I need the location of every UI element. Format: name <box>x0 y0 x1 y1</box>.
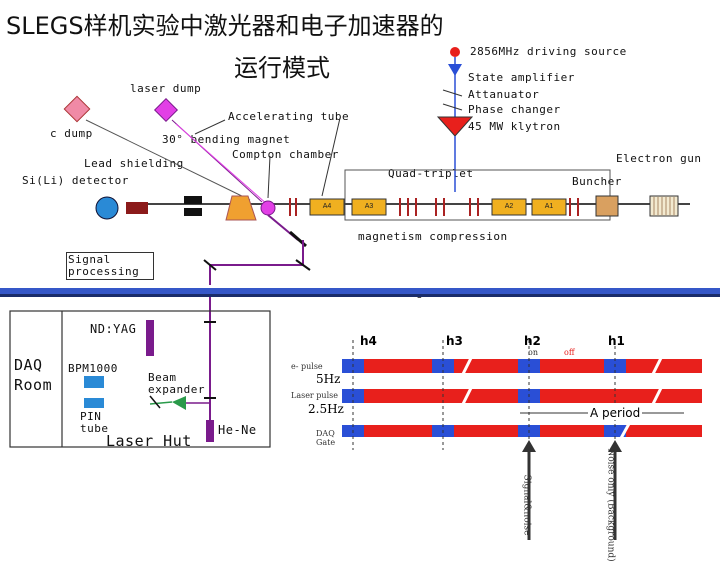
laser-dump-icon <box>153 97 179 123</box>
pin-tube-label: PIN tube <box>80 410 109 435</box>
row3-label: DAQ Gate <box>316 429 336 447</box>
bending-magnet-label: 30° bending magnet <box>162 133 291 146</box>
bpm-icon <box>84 376 104 388</box>
amplifier-icon <box>448 64 462 76</box>
slide-title-line2: 运行模式 <box>234 54 330 82</box>
electron-gun-icon <box>649 195 679 217</box>
timing-on: on <box>528 348 538 357</box>
laser-hut-label: Laser Hut <box>106 432 192 450</box>
pin-tube-icon <box>84 398 104 408</box>
lead-shield-icon <box>126 202 148 214</box>
sili-detector-label: Si(Li) detector <box>22 174 129 187</box>
hene-laser-icon <box>206 420 214 442</box>
laser-dump-label: laser dump <box>130 82 202 95</box>
segment-a4: A4 <box>322 203 332 210</box>
rf-klystron-label: 45 MW klytron <box>468 120 561 133</box>
e-pulse-row <box>342 359 702 373</box>
row1-freq: 5Hz <box>316 372 341 386</box>
c-dump-label: c dump <box>50 127 93 140</box>
rf-source-label: 2856MHz driving source <box>470 45 627 58</box>
laser-pulse-row <box>342 389 702 403</box>
rf-phase-label: Phase changer <box>468 103 561 116</box>
timing-h3: h3 <box>446 334 463 348</box>
daq-gate-row <box>342 425 702 437</box>
rf-amplifier-label: State amplifier <box>468 71 575 84</box>
bpm-label: BPM1000 <box>68 362 118 375</box>
row2-freq: 2.5Hz <box>308 402 344 416</box>
rf-source-icon <box>450 47 460 57</box>
daq-room-label: DAQ Room <box>14 356 53 394</box>
lead-shielding-label: Lead shielding <box>84 157 184 170</box>
timing-h1: h1 <box>608 334 625 348</box>
noise-only-label: Noise only (Background) <box>605 448 616 562</box>
period-label: A period <box>588 406 643 420</box>
rf-attenuator-label: Attanuator <box>468 88 540 101</box>
bending-magnet-icon <box>225 195 257 221</box>
timing-h2: h2 <box>524 334 541 348</box>
row1-label: e- pulse <box>291 362 323 371</box>
buncher-icon <box>595 195 619 217</box>
hene-label: He-Ne <box>218 423 257 437</box>
ndyag-label: ND:YAG <box>90 322 137 336</box>
segment-a3: A3 <box>364 203 374 210</box>
electron-gun-label: Electron gun <box>616 152 702 165</box>
beam-expander-label: Beam expander <box>148 371 205 396</box>
slide-title-line1: SLEGS样机实验中激光器和电子加速器的 <box>6 12 444 40</box>
buncher-label: Buncher <box>572 175 622 188</box>
accel-tube-label: Accelerating tube <box>228 110 350 123</box>
timing-h4: h4 <box>360 334 377 348</box>
accelerator-diagram <box>0 47 720 448</box>
klystron-icon <box>436 116 474 137</box>
row2-label: Laser pulse <box>291 391 338 400</box>
segment-a1: A1 <box>544 203 554 210</box>
c-dump-icon <box>63 95 91 123</box>
timing-diagram <box>342 340 702 540</box>
beam-expander-icon <box>172 396 186 410</box>
compton-chamber-label: Compton chamber <box>232 148 339 161</box>
signal-noise-label: Signal&noise <box>521 474 532 536</box>
signal-processing-label: Signal processing <box>66 252 154 280</box>
sili-detector-icon <box>95 196 119 220</box>
timing-off: off <box>564 348 575 357</box>
ndyag-laser-icon <box>146 320 154 356</box>
magnetism-compression-label: magnetism compression <box>358 230 508 243</box>
segment-a2: A2 <box>504 203 514 210</box>
